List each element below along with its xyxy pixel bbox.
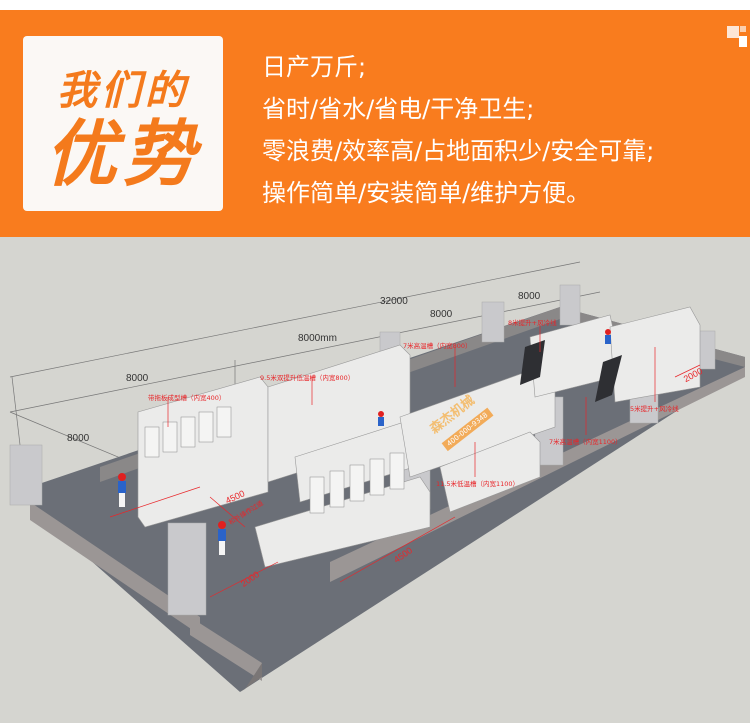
top-white-strip bbox=[0, 0, 750, 10]
dim-width-left: 8000 bbox=[67, 433, 90, 444]
factory-layout-diagram: 32000 8000mm 8000 8000 8000 8000 带拖板成型槽（… bbox=[0, 237, 750, 723]
benefit-line: 零浪费/效率高/占地面积少/安全可靠; bbox=[262, 137, 655, 165]
label-high-temp-tank-7: 7米高温槽（内宽800） bbox=[403, 342, 472, 350]
title-card: 我们的 优势 bbox=[23, 36, 223, 211]
benefit-line: 日产万斤; bbox=[262, 53, 367, 81]
dim-seg-mid2: 8000 bbox=[430, 309, 453, 320]
factory-floor-illustration bbox=[9, 261, 745, 692]
benefits-list: 日产万斤; 省时/省水/省电/干净卫生; 零浪费/效率高/占地面积少/安全可靠;… bbox=[262, 46, 654, 214]
title-our: 我们的 bbox=[57, 67, 189, 114]
dim-seg-mid: 8000mm bbox=[298, 333, 337, 344]
title-advantages: 优势 bbox=[44, 111, 201, 196]
advantages-banner: 我们的 优势 日产万斤; 省时/省水/省电/干净卫生; 零浪费/效率高/占地面积… bbox=[0, 10, 750, 237]
label-forming-tank: 带拖板成型槽（内宽400） bbox=[148, 394, 226, 402]
label-lift-aircool-5: 5米提升+风冷线 bbox=[630, 405, 679, 413]
dim-seg-right: 8000 bbox=[518, 291, 541, 302]
dim-total-length: 32000 bbox=[380, 296, 408, 307]
benefit-line: 省时/省水/省电/干净卫生; bbox=[262, 95, 535, 123]
benefit-line: 操作简单/安装简单/维护方便。 bbox=[262, 179, 591, 207]
label-high-temp-tank-1100: 7米高温槽（内宽1100） bbox=[549, 438, 622, 446]
label-low-temp-tank-115: 11.5米低温槽（内宽1100） bbox=[436, 480, 520, 488]
label-low-temp-tank-95: 9.5米双提升低温槽（内宽800） bbox=[260, 374, 355, 382]
dim-seg-left: 8000 bbox=[126, 373, 149, 384]
logo-squares-icon bbox=[727, 26, 749, 48]
label-lift-aircool-8: 8米提升+风冷线 bbox=[508, 319, 557, 327]
